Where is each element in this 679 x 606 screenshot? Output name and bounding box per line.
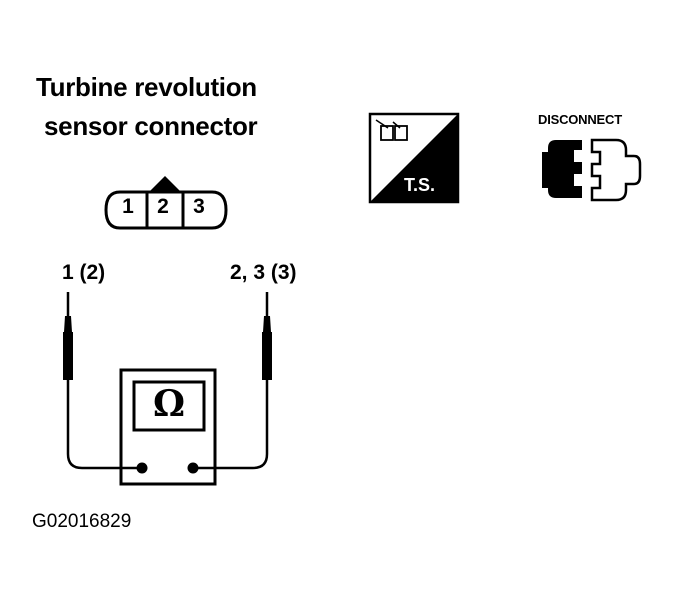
- page-title-line-1: Turbine revolution: [36, 72, 257, 102]
- disconnect-label: DISCONNECT: [538, 112, 622, 127]
- connector-pin-3: 3: [193, 195, 205, 218]
- sensor-connector-icon: [104, 176, 228, 230]
- figure-id: G02016829: [32, 511, 132, 532]
- ohm-symbol: Ω: [152, 383, 186, 425]
- ts-badge-icon: [368, 112, 460, 204]
- right-probe-label: 2, 3 (3): [230, 261, 297, 284]
- right-test-probe: [193, 292, 272, 470]
- page-title-line-2: sensor connector: [44, 111, 258, 141]
- connector-pin-1: 1: [122, 195, 134, 218]
- connector-pin-2: 2: [157, 195, 169, 218]
- ohmmeter-icon: [119, 368, 217, 486]
- ts-badge-label: T.S.: [404, 175, 436, 195]
- left-test-probe: [63, 292, 142, 470]
- left-probe-label: 1 (2): [62, 261, 106, 284]
- disconnect-icon: [542, 138, 642, 202]
